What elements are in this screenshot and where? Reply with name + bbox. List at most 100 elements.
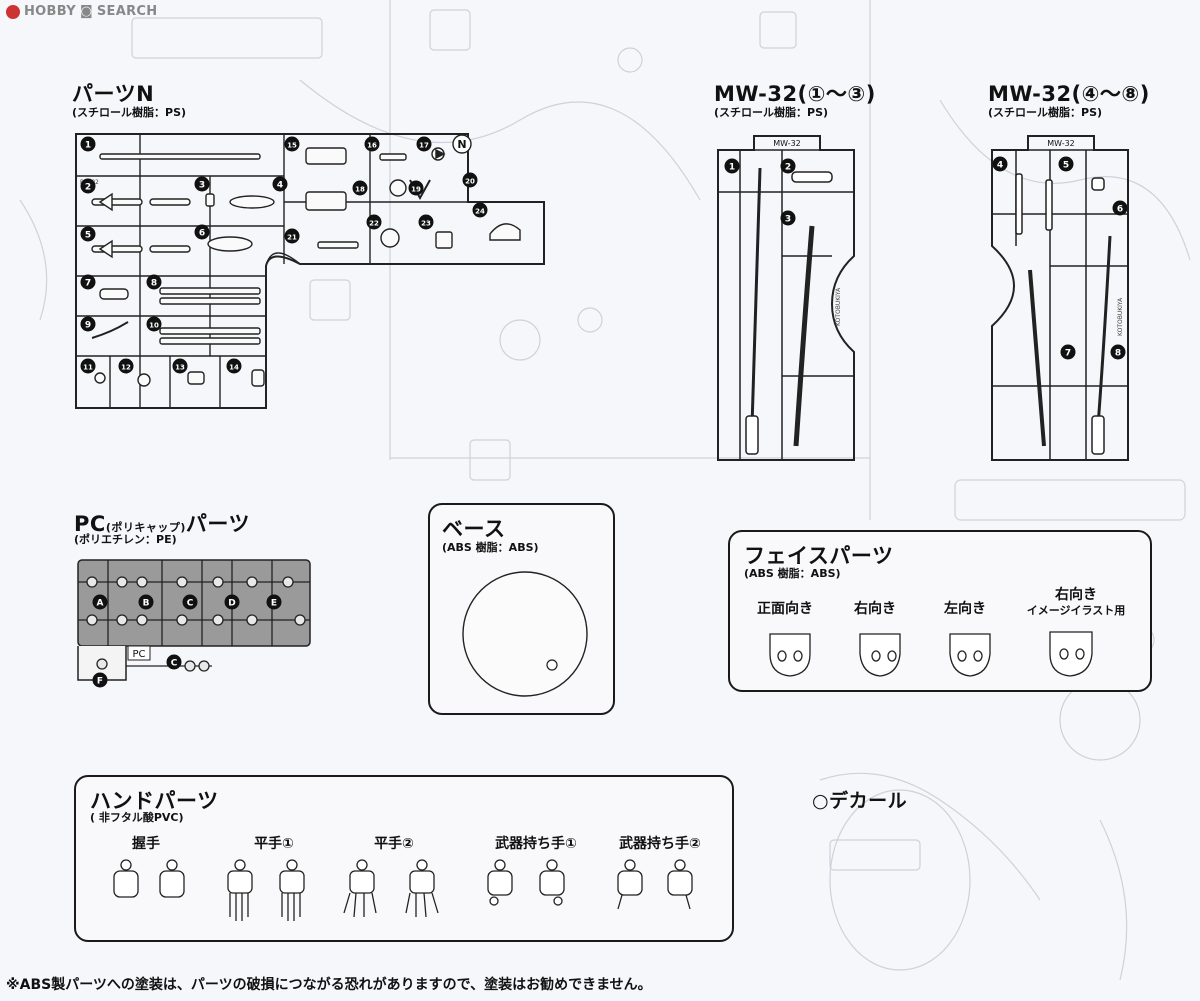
runner-pc-marker-7 bbox=[92, 672, 108, 688]
runner-n-label-20: 20 bbox=[465, 178, 475, 186]
runner-mw1-marker-3 bbox=[780, 210, 796, 226]
runner-n-label-14: 14 bbox=[229, 364, 239, 372]
runner-mw2-label-4: 7 bbox=[1065, 349, 1071, 359]
runner-mw2-marker-1 bbox=[992, 156, 1008, 172]
runner-mw2-tag: MW-32 bbox=[1047, 139, 1075, 148]
runner-n-marker-10 bbox=[146, 316, 162, 332]
runner-pc-label-5: E bbox=[271, 599, 277, 609]
runner-mw2-label-1: 4 bbox=[997, 161, 1003, 171]
hand-label-weapon1: 武器持ち手① bbox=[495, 836, 577, 852]
runner-n-label-3: 3 bbox=[199, 181, 205, 191]
runner-n-label-4: 4 bbox=[277, 181, 283, 191]
runner-n-label-15: 15 bbox=[287, 142, 297, 150]
runner-n-label-23: 23 bbox=[421, 220, 431, 228]
runner-mw2-label-3: 6 bbox=[1117, 205, 1123, 215]
runner-n-diagram: N PS002 12345678910111213141516171819202… bbox=[75, 133, 545, 409]
runner-n-tag: N bbox=[457, 138, 466, 151]
runner-mw2-label-2: 5 bbox=[1063, 161, 1069, 171]
runner-pc-label-2: B bbox=[143, 599, 150, 609]
runner-n-marker-14 bbox=[226, 358, 242, 374]
face-title: フェイスパーツ bbox=[744, 544, 894, 568]
runner-n-label-22: 22 bbox=[369, 220, 379, 228]
runner-n-label-24: 24 bbox=[475, 208, 485, 216]
runner-n-marker-18 bbox=[352, 180, 368, 196]
base-box: ベース (ABS 樹脂：ABS) bbox=[428, 503, 615, 715]
base-material: (ABS 樹脂：ABS) bbox=[442, 541, 539, 554]
face-label-right: 右向き bbox=[854, 601, 896, 617]
runner-mw1-label-1: 1 bbox=[729, 163, 735, 173]
runner-n-label-7: 7 bbox=[85, 279, 91, 289]
runner-n-marker-4 bbox=[272, 176, 288, 192]
runner-n-label-9: 9 bbox=[85, 321, 91, 331]
runner-pc-label-4: D bbox=[228, 599, 235, 609]
runner-n-marker-20 bbox=[462, 172, 478, 188]
svg-text:KOTOBUKIYA: KOTOBUKIYA bbox=[835, 287, 842, 326]
runner-n-marker-6 bbox=[194, 224, 210, 240]
runner-n-marker-23 bbox=[418, 214, 434, 230]
runner-n-marker-24 bbox=[472, 202, 488, 218]
runner-mw2-label-5: 8 bbox=[1115, 349, 1121, 359]
runner-n-marker-9 bbox=[80, 316, 96, 332]
runner-n-label-21: 21 bbox=[287, 234, 297, 242]
runner-n-label-16: 16 bbox=[367, 142, 377, 150]
runner-mw2-marker-5 bbox=[1110, 344, 1126, 360]
hand-label-grip: 握手 bbox=[132, 836, 160, 852]
runner-mw2-part-numbers: 4 5 6 7 8 bbox=[992, 156, 1128, 360]
runner-n-label-8: 8 bbox=[151, 279, 157, 289]
runner-pc-marker-1 bbox=[92, 594, 108, 610]
runner-n-label-12: 12 bbox=[121, 364, 131, 372]
face-material: (ABS 樹脂：ABS) bbox=[744, 567, 841, 580]
runner-mw2-marker-2 bbox=[1058, 156, 1074, 172]
runner-n-label-11: 11 bbox=[83, 364, 93, 372]
runner-n-marker-3 bbox=[194, 176, 210, 192]
runner-n-label-18: 18 bbox=[355, 186, 365, 194]
runner-n-marker-7 bbox=[80, 274, 96, 290]
runner-pc-label-1: A bbox=[97, 599, 104, 609]
face-label-right-illust-sub: イメージイラスト用 bbox=[1026, 604, 1126, 617]
runner-pc-material: (ポリエチレン：PE) bbox=[74, 533, 177, 546]
face-parts-drawing bbox=[769, 631, 1093, 677]
runner-n-label-19: 19 bbox=[411, 186, 421, 194]
runner-pc-label-6: C bbox=[171, 659, 178, 669]
footer-note: ※ABS製パーツへの塗装は、パーツの破損につながる恐れがありますので、塗装はお勧… bbox=[6, 977, 652, 993]
watermark-logo: HOBBY ◙ SEARCH bbox=[6, 4, 157, 19]
runner-n-marker-2 bbox=[80, 178, 96, 194]
runner-n-label-1: 1 bbox=[85, 141, 91, 151]
decal-label: ○デカール bbox=[812, 790, 908, 812]
runner-n-marker-21 bbox=[284, 228, 300, 244]
face-label-front: 正面向き bbox=[757, 601, 813, 617]
hand-label-weapon2: 武器持ち手② bbox=[619, 836, 701, 852]
runner-n-label-2: 2 bbox=[85, 183, 91, 193]
logo-mark-icon bbox=[6, 4, 20, 19]
runner-n-marker-15 bbox=[284, 136, 300, 152]
runner-n-marker-12 bbox=[118, 358, 134, 374]
runner-mw1-label-3: 3 bbox=[785, 215, 791, 225]
svg-text:KOTOBUKIYA: KOTOBUKIYA bbox=[1117, 297, 1124, 336]
watermark-brand: HOBBY bbox=[24, 4, 76, 19]
runner-pc-marker-6 bbox=[166, 654, 182, 670]
hand-box: ハンドパーツ ( 非フタル酸PVC) 握手 平手① 平手② 武器持ち手① 武器持… bbox=[74, 775, 734, 942]
runner-pc-title-small: (ポリキャップ) bbox=[105, 521, 186, 534]
runner-mw2-title: MW-32(④～⑧) bbox=[988, 82, 1150, 106]
runner-mw2-marker-4 bbox=[1060, 344, 1076, 360]
hand-material: ( 非フタル酸PVC) bbox=[90, 811, 184, 824]
runner-n-label-17: 17 bbox=[419, 142, 429, 150]
runner-n-marker-17 bbox=[416, 136, 432, 152]
face-label-left: 左向き bbox=[944, 601, 986, 617]
runner-n-marker-1 bbox=[80, 136, 96, 152]
runner-n-marker-8 bbox=[146, 274, 162, 290]
runner-mw1-marker-1 bbox=[724, 158, 740, 174]
runner-pc-marker-3 bbox=[182, 594, 198, 610]
base-title: ベース bbox=[442, 517, 506, 541]
runner-mw1-marker-2 bbox=[780, 158, 796, 174]
runner-n-marker-5 bbox=[80, 226, 96, 242]
runner-n-marker-22 bbox=[366, 214, 382, 230]
runner-mw2-marker-3 bbox=[1112, 200, 1128, 216]
runner-mw1-tag: MW-32 bbox=[773, 139, 801, 148]
watermark-name: SEARCH bbox=[96, 4, 158, 19]
